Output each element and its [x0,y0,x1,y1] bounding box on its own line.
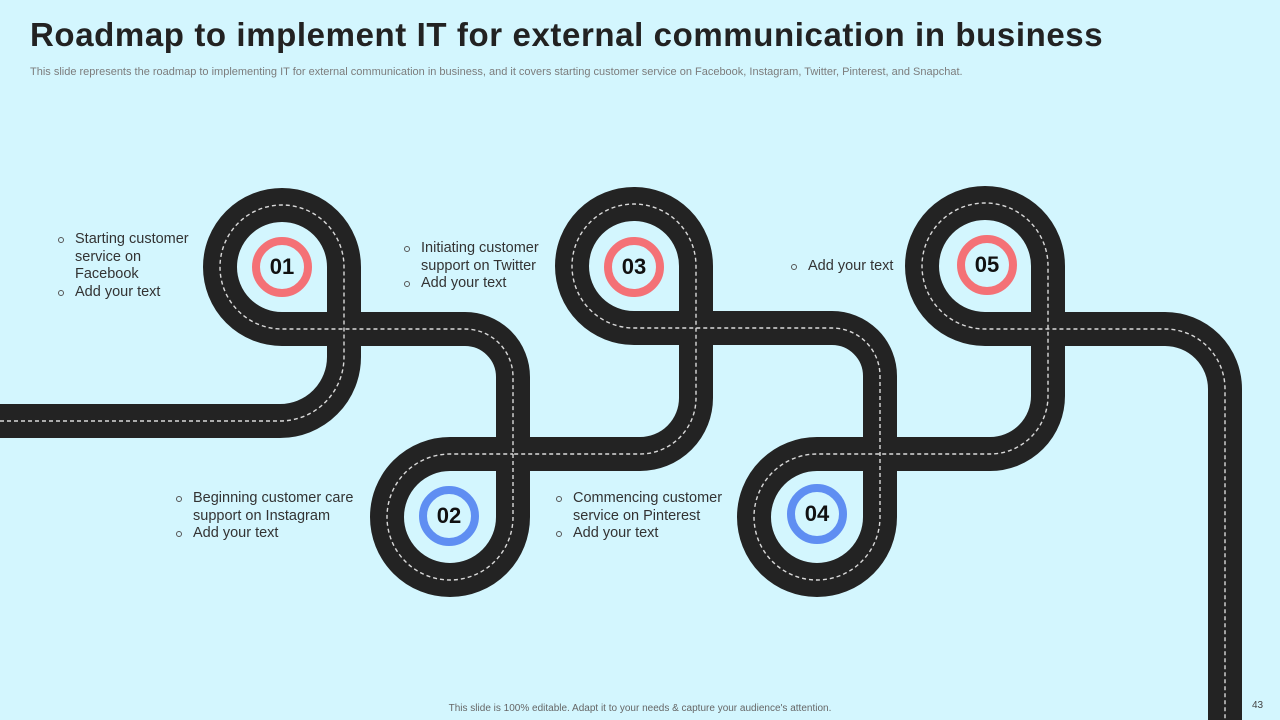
slide-subtitle: This slide represents the roadmap to imp… [30,66,963,78]
step-03-bullets: Initiating customer support on Twitter A… [403,240,553,293]
road-lane-marking-loop-02 [386,453,514,581]
page-number: 43 [1252,700,1264,711]
step-01-marker: 01 [252,237,312,297]
step-01-bullets: Starting customer service on Facebook Ad… [57,231,207,301]
step-03-bullet-1: Initiating customer support on Twitter [403,240,553,275]
step-04-bullets: Commencing customer service on Pinterest… [555,490,735,543]
step-04-marker: 04 [787,484,847,544]
step-03-marker: 03 [604,237,664,297]
step-04-bullet-2: Add your text [555,525,735,543]
step-02-marker: 02 [419,486,479,546]
step-02-bullet-1: Beginning customer care support on Insta… [175,490,365,525]
slide-footer: This slide is 100% editable. Adapt it to… [448,703,832,714]
step-03-bullet-2: Add your text [403,275,553,293]
slide-title: Roadmap to implement IT for external com… [30,16,1104,53]
step-01-bullet-1: Starting customer service on Facebook [57,231,207,284]
road-lane-marking [0,202,1226,720]
step-05-bullets: Add your text [790,258,920,276]
step-01-bullet-2: Add your text [57,284,207,302]
step-02-bullets: Beginning customer care support on Insta… [175,490,365,543]
step-05-bullet-1: Add your text [790,258,920,276]
step-05-marker: 05 [957,235,1017,295]
step-02-bullet-2: Add your text [175,525,365,543]
step-04-bullet-1: Commencing customer service on Pinterest [555,490,735,525]
